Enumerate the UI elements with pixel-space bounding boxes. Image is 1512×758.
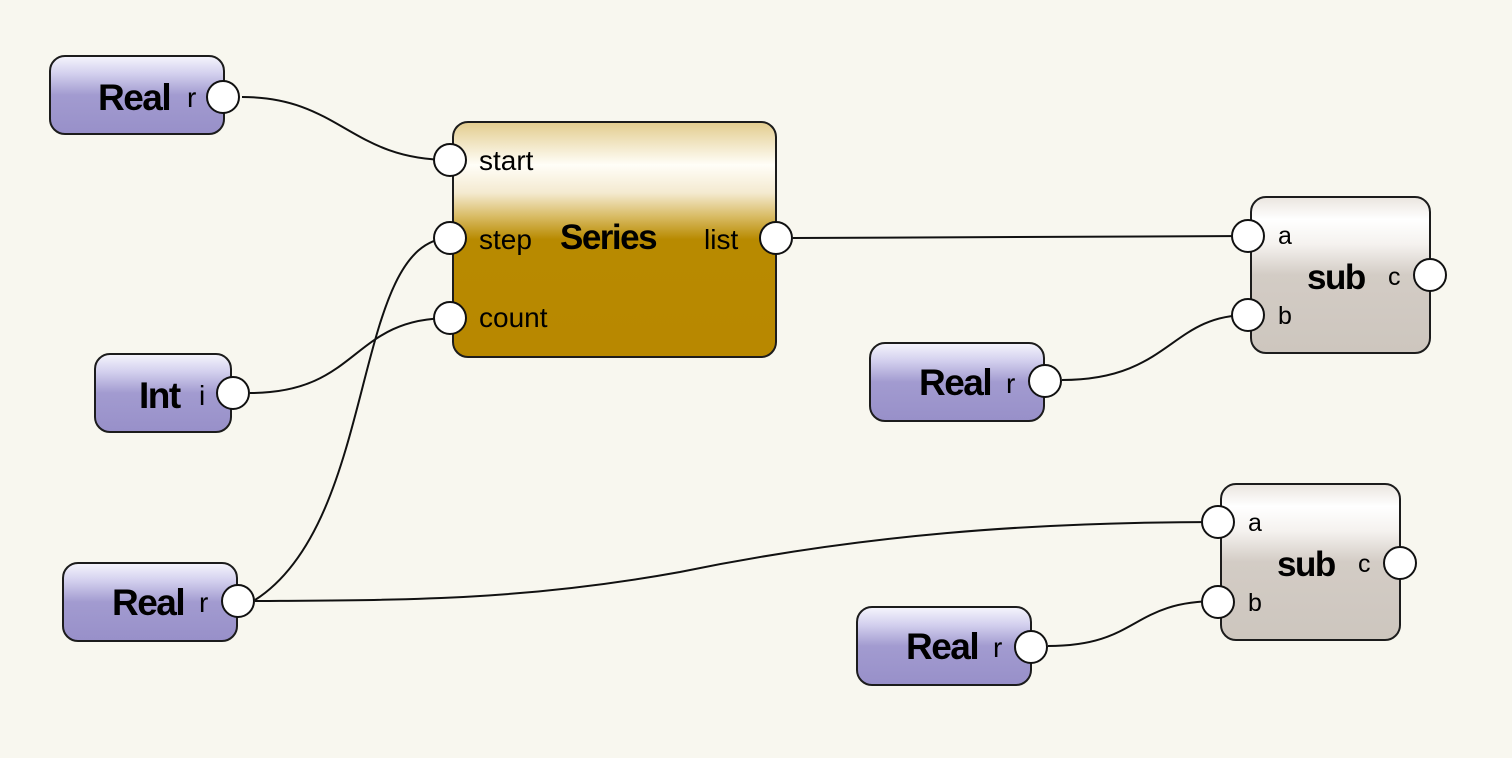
node-title: Int [139,375,181,416]
input-port-b[interactable] [1201,585,1235,619]
input-port-label-b: b [1248,589,1262,617]
input-port-b[interactable] [1231,298,1265,332]
output-port-list[interactable] [759,221,793,255]
output-port-i[interactable] [216,376,250,410]
int-node[interactable]: Int i [94,353,232,433]
wire-real-to-series-start[interactable] [241,96,451,161]
input-port-label-a: a [1248,509,1262,537]
sub-node[interactable]: a b sub c [1220,483,1401,641]
output-port-label: i [199,380,206,411]
output-port-label-list: list [704,224,739,255]
series-node[interactable]: start step count Series list [452,121,777,358]
node-title: sub [1277,545,1336,584]
input-port-a[interactable] [1201,505,1235,539]
input-port-label-start: start [479,145,534,176]
input-port-count[interactable] [433,301,467,335]
node-title: Real [98,77,172,118]
input-port-start[interactable] [433,143,467,177]
output-port-label: r [187,82,197,113]
output-port-r[interactable] [206,80,240,114]
real-node[interactable]: Real r [62,562,238,642]
wire-series-list-to-sub-a[interactable] [792,235,1249,239]
output-port-c[interactable] [1383,546,1417,580]
output-port-label: r [1006,368,1016,399]
wire-real-to-sub-b[interactable] [1061,314,1249,381]
input-port-label-step: step [479,224,532,255]
output-port-label-c: c [1358,550,1371,578]
wire-real-to-sub2-b[interactable] [1047,600,1219,647]
output-port-r[interactable] [221,584,255,618]
real-node[interactable]: Real r [856,606,1032,686]
output-port-r[interactable] [1028,364,1062,398]
node-title: sub [1307,258,1366,297]
real-node[interactable]: Real r [869,342,1045,422]
input-port-step[interactable] [433,221,467,255]
wire-int-to-series-count[interactable] [249,317,451,394]
real-node[interactable]: Real r [49,55,225,135]
output-port-label: r [199,587,209,618]
input-port-label-a: a [1278,222,1292,250]
node-title: Real [112,582,186,623]
output-port-label: r [993,632,1003,663]
input-port-label-b: b [1278,302,1292,330]
output-port-r[interactable] [1014,630,1048,664]
sub-node[interactable]: a b sub c [1250,196,1431,354]
wire-real-to-sub2-a[interactable] [254,521,1219,602]
output-port-label-c: c [1388,263,1401,291]
output-port-c[interactable] [1413,258,1447,292]
input-port-label-count: count [479,302,548,333]
wire-real-to-series-step[interactable] [254,237,451,601]
input-port-a[interactable] [1231,219,1265,253]
node-title: Real [919,362,993,403]
node-title: Series [560,218,658,257]
node-title: Real [906,626,980,667]
